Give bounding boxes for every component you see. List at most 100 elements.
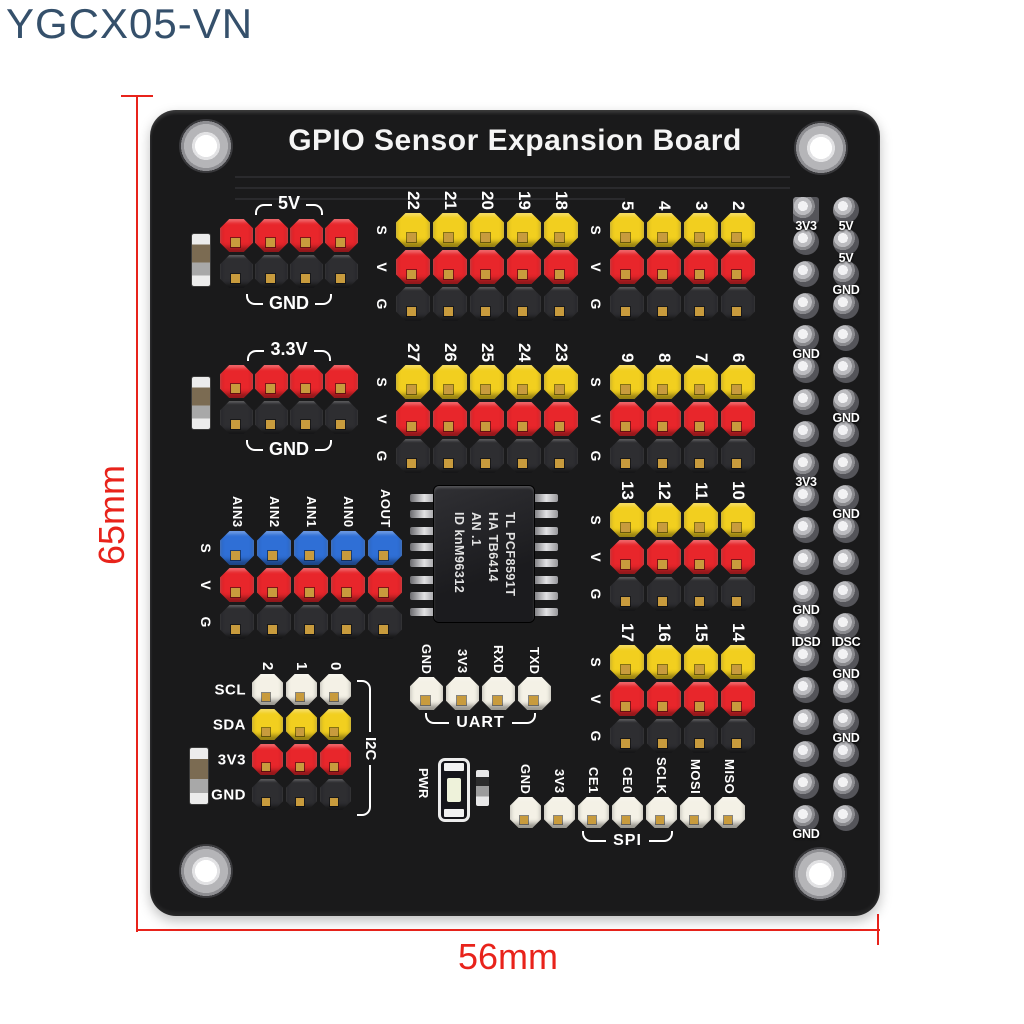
row-label: V [198, 580, 214, 590]
strip-column-label: CE0 [620, 767, 635, 794]
pin-red [433, 250, 467, 284]
header-pad [833, 261, 859, 287]
i2c-row-label: SDA [212, 716, 246, 733]
chip-lead [532, 575, 558, 584]
height-dimension-label: 65mm [91, 464, 132, 566]
strip-column-label: 3V3 [552, 769, 567, 794]
pin-number-label: 3 [692, 200, 711, 210]
header-pad [833, 581, 859, 607]
pin-number-label: 6 [729, 352, 748, 362]
row-label: G [374, 450, 390, 462]
pin-black [220, 401, 253, 434]
pin-red [290, 365, 323, 398]
row-label: S [588, 515, 604, 525]
pin-yellow [470, 365, 504, 399]
i2c-row-label: SCL [214, 681, 246, 698]
strip-column-label: SCLK [654, 756, 669, 794]
pin-row: V [198, 568, 404, 602]
header-pad [793, 293, 819, 319]
pin-white [482, 677, 515, 710]
pin-row: S [374, 365, 578, 399]
pin-black [433, 287, 467, 321]
header-pin-label: 3V3 [795, 219, 817, 233]
header-pad [833, 357, 859, 383]
pin-black [721, 577, 755, 611]
pin-black [290, 255, 323, 288]
pin-red [721, 540, 755, 574]
strip-column-label: RXD [491, 645, 506, 674]
power-led [438, 758, 470, 822]
pin-number-label: 9 [618, 352, 637, 362]
header-pin-label: GND [832, 667, 860, 681]
pin-row: V [588, 682, 755, 716]
pin-white [612, 797, 643, 828]
pin-yellow [320, 709, 351, 740]
pin-yellow [721, 503, 755, 537]
pin-row: S [588, 645, 755, 679]
analog-column-label: AIN1 [304, 496, 319, 528]
pin-red [721, 250, 755, 284]
strip-column-label: MOSI [688, 758, 703, 794]
pin-row: 3V3 [218, 744, 351, 775]
header-pin-label: GND [832, 283, 860, 297]
pin-row: G [588, 577, 755, 611]
pin-yellow [721, 645, 755, 679]
pin-black [325, 255, 358, 288]
row-label: S [198, 543, 214, 553]
pin-row: S [198, 531, 404, 565]
header-pad [793, 389, 819, 415]
pin-row: V [588, 402, 755, 436]
header-pin-label: 5V [838, 219, 854, 233]
width-dimension-label: 56mm [457, 936, 559, 977]
row-label: G [588, 450, 604, 462]
pin-red [721, 402, 755, 436]
pin-black [255, 255, 288, 288]
pin-row: G [588, 719, 755, 753]
pin-black [684, 719, 718, 753]
i2c-column-number: 1 [293, 661, 310, 670]
header-pin-label: GND [792, 603, 820, 617]
pin-blue [294, 531, 328, 565]
header-pad [793, 517, 819, 543]
header-pad [833, 709, 859, 735]
pin-black [396, 287, 430, 321]
pin-red [470, 250, 504, 284]
pin-red [610, 402, 644, 436]
strip-column-label: MISO [722, 758, 737, 794]
pin-number-label: 26 [441, 343, 460, 362]
chip-lead [532, 559, 558, 568]
header-pad [793, 677, 819, 703]
pin-black [433, 439, 467, 473]
row-label: G [588, 730, 604, 742]
pin-yellow [396, 365, 430, 399]
header-pad [793, 709, 819, 735]
pin-red [368, 568, 402, 602]
analog-column-label: AOUT [378, 489, 393, 528]
pin-white [714, 797, 745, 828]
header-pin-label: GND [792, 347, 820, 361]
chip-lead [532, 526, 558, 535]
trace-line [235, 198, 625, 200]
pin-red [286, 744, 317, 775]
pin-number-label: 13 [618, 481, 637, 500]
pin-number-label: 18 [552, 191, 571, 210]
header-pad [793, 197, 819, 223]
header-pad [833, 741, 859, 767]
i2c-column-number: 0 [327, 661, 344, 670]
header-pin-label: GND [832, 507, 860, 521]
pin-black [470, 287, 504, 321]
pin-black [721, 719, 755, 753]
header-pad [833, 805, 859, 831]
pin-black [368, 605, 402, 639]
header-pad [833, 549, 859, 575]
i2c-column-number: 2 [259, 661, 276, 670]
pin-black [647, 287, 681, 321]
pin-red [396, 402, 430, 436]
header-pin-label: 5V [838, 251, 854, 265]
